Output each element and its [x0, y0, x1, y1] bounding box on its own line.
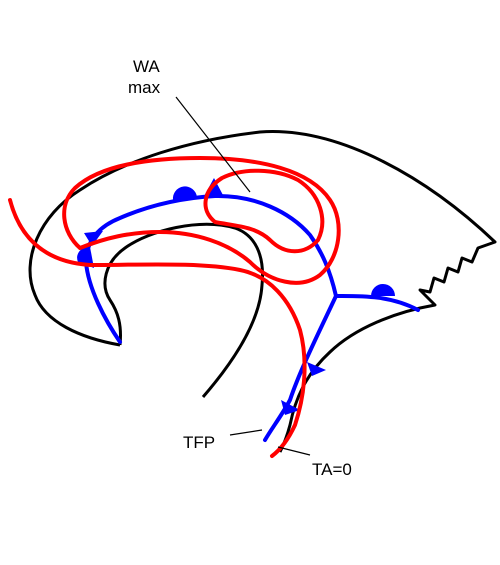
cold-front-symbol: [307, 362, 326, 376]
warm-front-symbol: [371, 284, 395, 296]
leader-lines: [175, 96, 311, 456]
ta-zero-label: TA=0: [312, 460, 352, 479]
warm-front-line: [334, 293, 420, 312]
cold-front-symbol: [84, 231, 103, 246]
ta-inner-loop: [203, 168, 325, 254]
ta-zero-contour: [8, 198, 307, 458]
front-symbols: [77, 178, 395, 415]
occluded-front-line: [84, 193, 338, 344]
tfp-label: TFP: [183, 433, 215, 452]
warm-front-symbol: [172, 186, 197, 200]
cold-front-line: [263, 294, 338, 442]
dry-slot-outline: [103, 222, 265, 398]
wa-leader-line: [175, 96, 251, 193]
wa-label-line1: WA: [133, 57, 160, 76]
ta-outer-loop: [62, 156, 341, 285]
tfp-leader-line: [229, 429, 263, 436]
cloud-outline: [28, 130, 497, 453]
wa-label-line2: max: [128, 78, 161, 97]
cold-front-symbol: [281, 400, 300, 415]
ta-contours: [8, 156, 341, 458]
ta-leader-line: [277, 446, 311, 456]
front-system: [84, 193, 420, 442]
